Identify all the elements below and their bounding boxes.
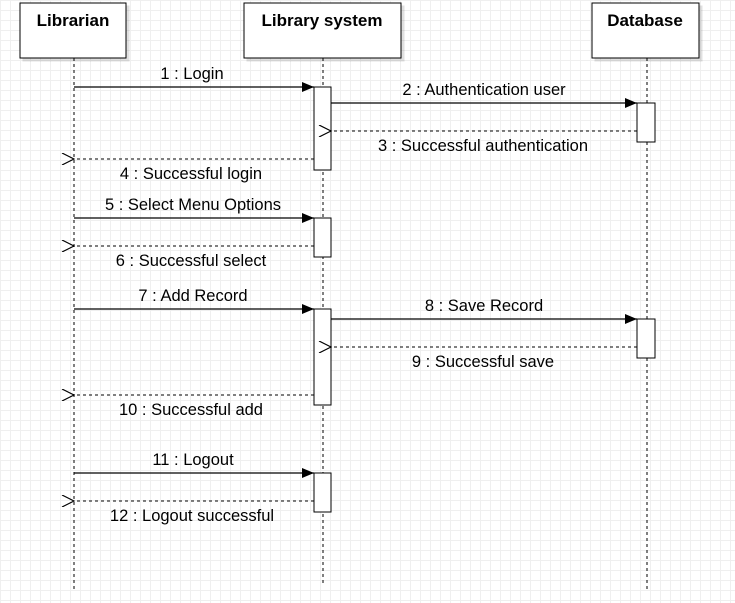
librarian-head-label: Librarian (37, 11, 110, 30)
database-head: Database (591, 2, 700, 59)
database-head-label: Database (607, 11, 683, 30)
message-label: 4 : Successful login (120, 165, 262, 183)
library-system-head: Library system (243, 2, 402, 59)
activation-bar (313, 86, 332, 171)
message-label: 1 : Login (160, 65, 223, 83)
activation-bar (313, 472, 332, 513)
activation-bar (636, 318, 656, 359)
message-label: 11 : Logout (152, 451, 234, 469)
activation-bar (636, 102, 656, 143)
message-label: 2 : Authentication user (402, 81, 566, 99)
message-label: 9 : Successful save (412, 353, 554, 371)
activation-bar (313, 217, 332, 258)
activation-bar (313, 308, 332, 406)
librarian-head: Librarian (19, 2, 127, 59)
message-label: 10 : Successful add (119, 401, 263, 419)
message-label: 7 : Add Record (138, 287, 247, 305)
message-label: 8 : Save Record (425, 297, 543, 315)
message-label: 12 : Logout successful (110, 507, 274, 525)
message-label: 6 : Successful select (116, 252, 267, 270)
message-label: 3 : Successful authentication (378, 137, 588, 155)
library-system-head-label: Library system (262, 11, 383, 30)
message-label: 5 : Select Menu Options (105, 196, 281, 214)
